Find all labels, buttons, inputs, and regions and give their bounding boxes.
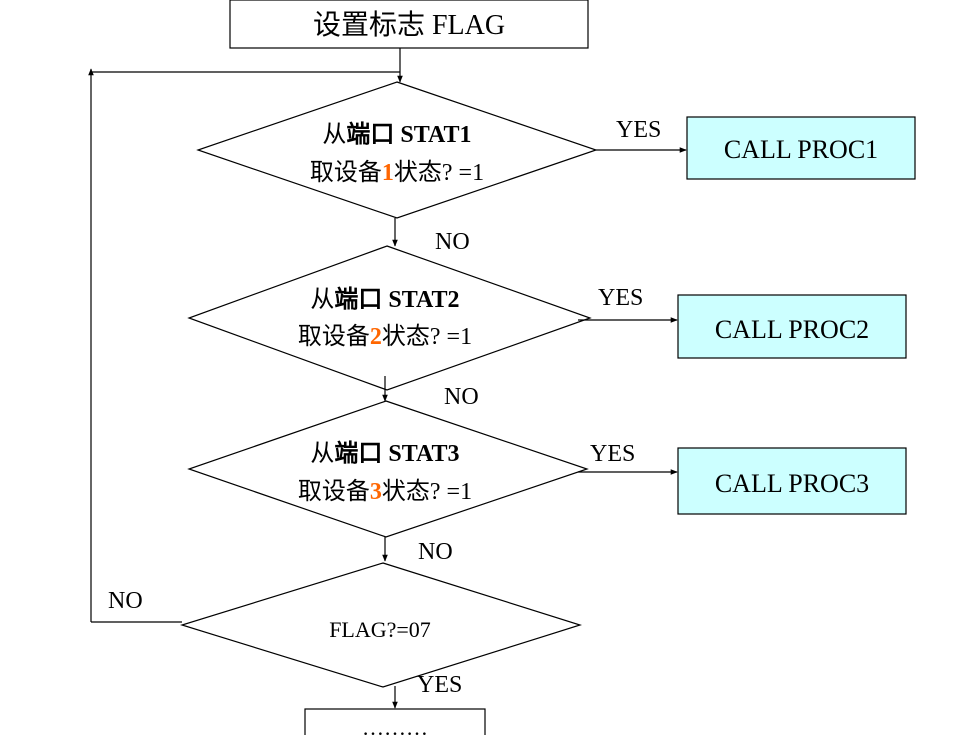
decision-1-line2: 取设备1状态? =1 <box>310 159 484 186</box>
decision-3-line1: 从端口 STAT3 <box>310 440 459 467</box>
final-decision-no-label: NO <box>108 588 143 614</box>
end-box <box>304 708 486 735</box>
decision-3-line2: 取设备3状态? =1 <box>298 478 472 505</box>
end-label: ……… <box>362 715 428 735</box>
decision-1-diamond <box>196 81 598 219</box>
start-box <box>229 0 589 49</box>
decision-3-diamond <box>187 400 589 538</box>
decision-3-yes-label: YES <box>590 441 635 467</box>
decision-3-no-label: NO <box>418 539 453 565</box>
call-proc3-box <box>677 447 907 515</box>
decision-1-no-label: NO <box>435 229 470 255</box>
decision-2-line1: 从端口 STAT2 <box>310 286 459 313</box>
decision-2-line2: 取设备2状态? =1 <box>298 323 472 350</box>
decision-1-line1: 从端口 STAT1 <box>322 121 471 148</box>
decision-2-yes-label: YES <box>598 285 643 311</box>
final-decision-label: FLAG?=07 <box>329 617 431 642</box>
decision-2-diamond <box>187 245 592 391</box>
final-decision-yes-label: YES <box>417 672 462 698</box>
call-proc2-label: CALL PROC2 <box>715 315 869 344</box>
call-proc1-box <box>686 116 916 180</box>
decision-2-no-label: NO <box>444 384 479 410</box>
start-label: 设置标志 FLAG <box>313 9 505 41</box>
call-proc1-label: CALL PROC1 <box>724 135 878 164</box>
final-decision-diamond <box>179 562 582 688</box>
call-proc2-box <box>677 294 907 359</box>
decision-1-yes-label: YES <box>616 117 661 143</box>
call-proc3-label: CALL PROC3 <box>715 469 869 498</box>
